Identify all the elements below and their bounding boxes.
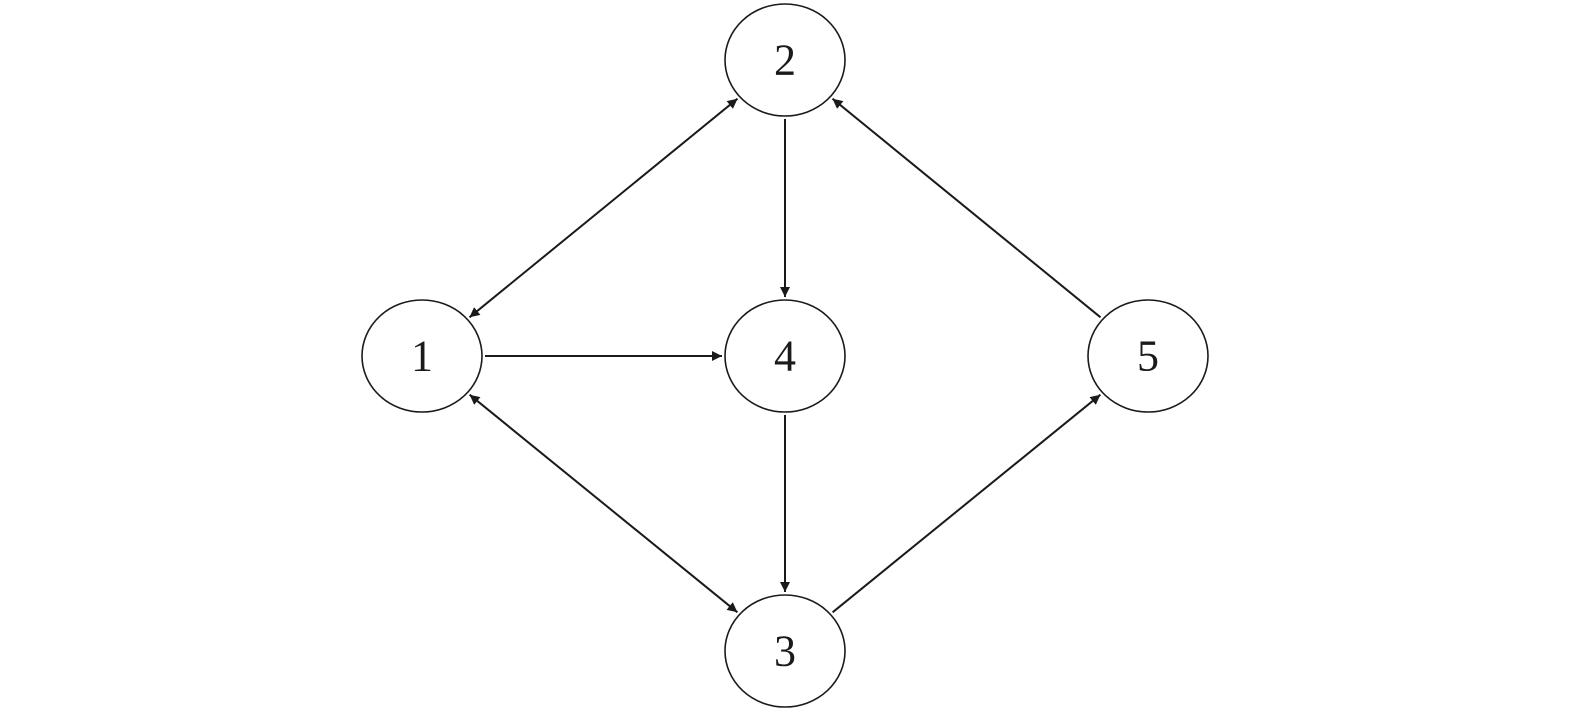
node-4: 4 <box>724 299 846 413</box>
node-2: 2 <box>724 3 846 117</box>
node-5-circle <box>1087 299 1209 413</box>
node-2-label: 2 <box>774 36 796 85</box>
node-3: 3 <box>724 594 846 708</box>
edge-5-2-arrow <box>831 97 1102 319</box>
edges-layer <box>468 97 1102 614</box>
node-5-label: 5 <box>1137 332 1159 381</box>
edge-1-3-bidirectional <box>468 393 739 614</box>
node-5: 5 <box>1087 299 1209 413</box>
node-3-label: 3 <box>774 627 796 676</box>
node-1-label: 1 <box>411 332 433 381</box>
node-4-label: 4 <box>774 332 796 381</box>
edge-1-2-bidirectional <box>468 97 739 319</box>
node-3-circle <box>724 594 846 708</box>
node-2-circle <box>724 3 846 117</box>
node-1: 1 <box>361 299 483 413</box>
edge-3-5-arrow <box>831 393 1102 614</box>
node-4-circle <box>724 299 846 413</box>
nodes-layer: 1 2 3 4 5 <box>361 3 1209 708</box>
node-1-circle <box>361 299 483 413</box>
